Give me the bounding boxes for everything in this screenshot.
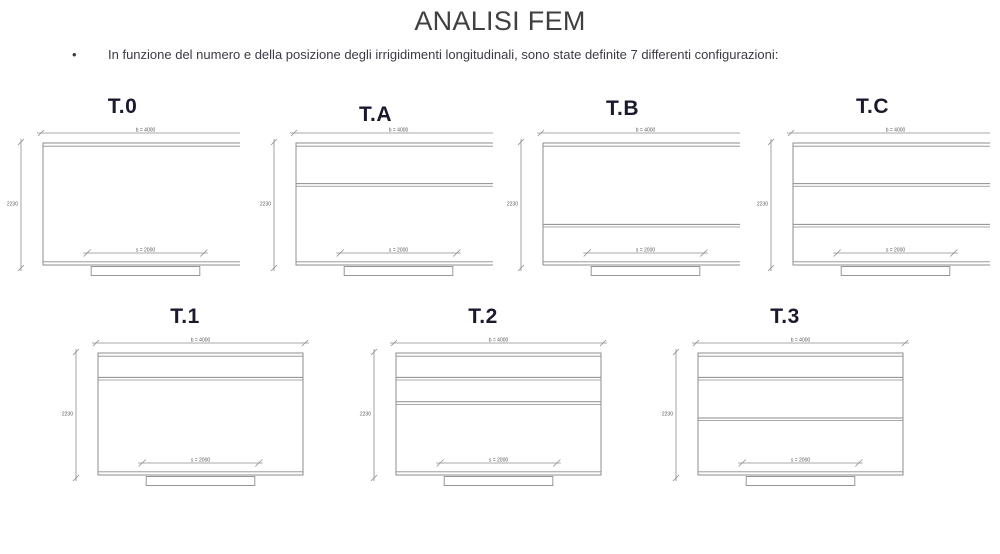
bullet-marker-icon: • — [72, 47, 77, 62]
figure-row-top: T.0 b = 4000 a = 2230 s = 2000 T.A b = 4000 a … — [0, 95, 1000, 290]
width-dimension-label: b = 4000 — [791, 338, 811, 344]
stiffener-dimension-label: s = 2000 — [886, 248, 906, 254]
figure-drawing-t0: b = 4000 a = 2230 s = 2000 — [5, 125, 240, 290]
height-dimension-label: a = 2230 — [755, 202, 768, 208]
width-dimension-label: b = 4000 — [389, 128, 409, 134]
figure-title-t0: T.0 — [107, 95, 138, 118]
height-dimension-label: a = 2230 — [5, 202, 18, 208]
page-title: ANALISI FEM — [414, 6, 586, 36]
width-dimension-label: b = 4000 — [636, 128, 656, 134]
stiffener-dimension-label: s = 2000 — [791, 458, 811, 464]
stiffener-dimension-label: s = 2000 — [136, 248, 156, 254]
width-dimension-label: b = 4000 — [191, 338, 211, 344]
figure-title-t3: T.3 — [770, 305, 800, 328]
bullet-paragraph: • In funzione del numero e della posizio… — [0, 47, 1000, 62]
width-dimension-label: b = 4000 — [136, 128, 156, 134]
figure-title-tc: T.C — [856, 95, 889, 118]
figure-title-ta: T.A — [359, 103, 392, 126]
figure-title-t1: T.1 — [170, 305, 200, 328]
width-dimension-label: b = 4000 — [489, 338, 509, 344]
height-dimension-label: a = 2230 — [258, 202, 271, 208]
height-dimension-label: a = 2230 — [358, 412, 371, 418]
height-dimension-label: a = 2230 — [660, 412, 673, 418]
stiffener-dimension-label: s = 2000 — [636, 248, 656, 254]
stiffener-dimension-label: s = 2000 — [191, 458, 211, 464]
stiffener-dimension-label: s = 2000 — [389, 248, 409, 254]
stiffener-dimension-label: s = 2000 — [489, 458, 509, 464]
height-dimension-label: a = 2230 — [505, 202, 518, 208]
width-dimension-label: b = 4000 — [886, 128, 906, 134]
height-dimension-label: a = 2230 — [60, 412, 73, 418]
bullet-text: In funzione del numero e della posizione… — [108, 47, 779, 62]
figure-title-tb: T.B — [606, 97, 639, 120]
figure-title-t2: T.2 — [468, 305, 498, 328]
